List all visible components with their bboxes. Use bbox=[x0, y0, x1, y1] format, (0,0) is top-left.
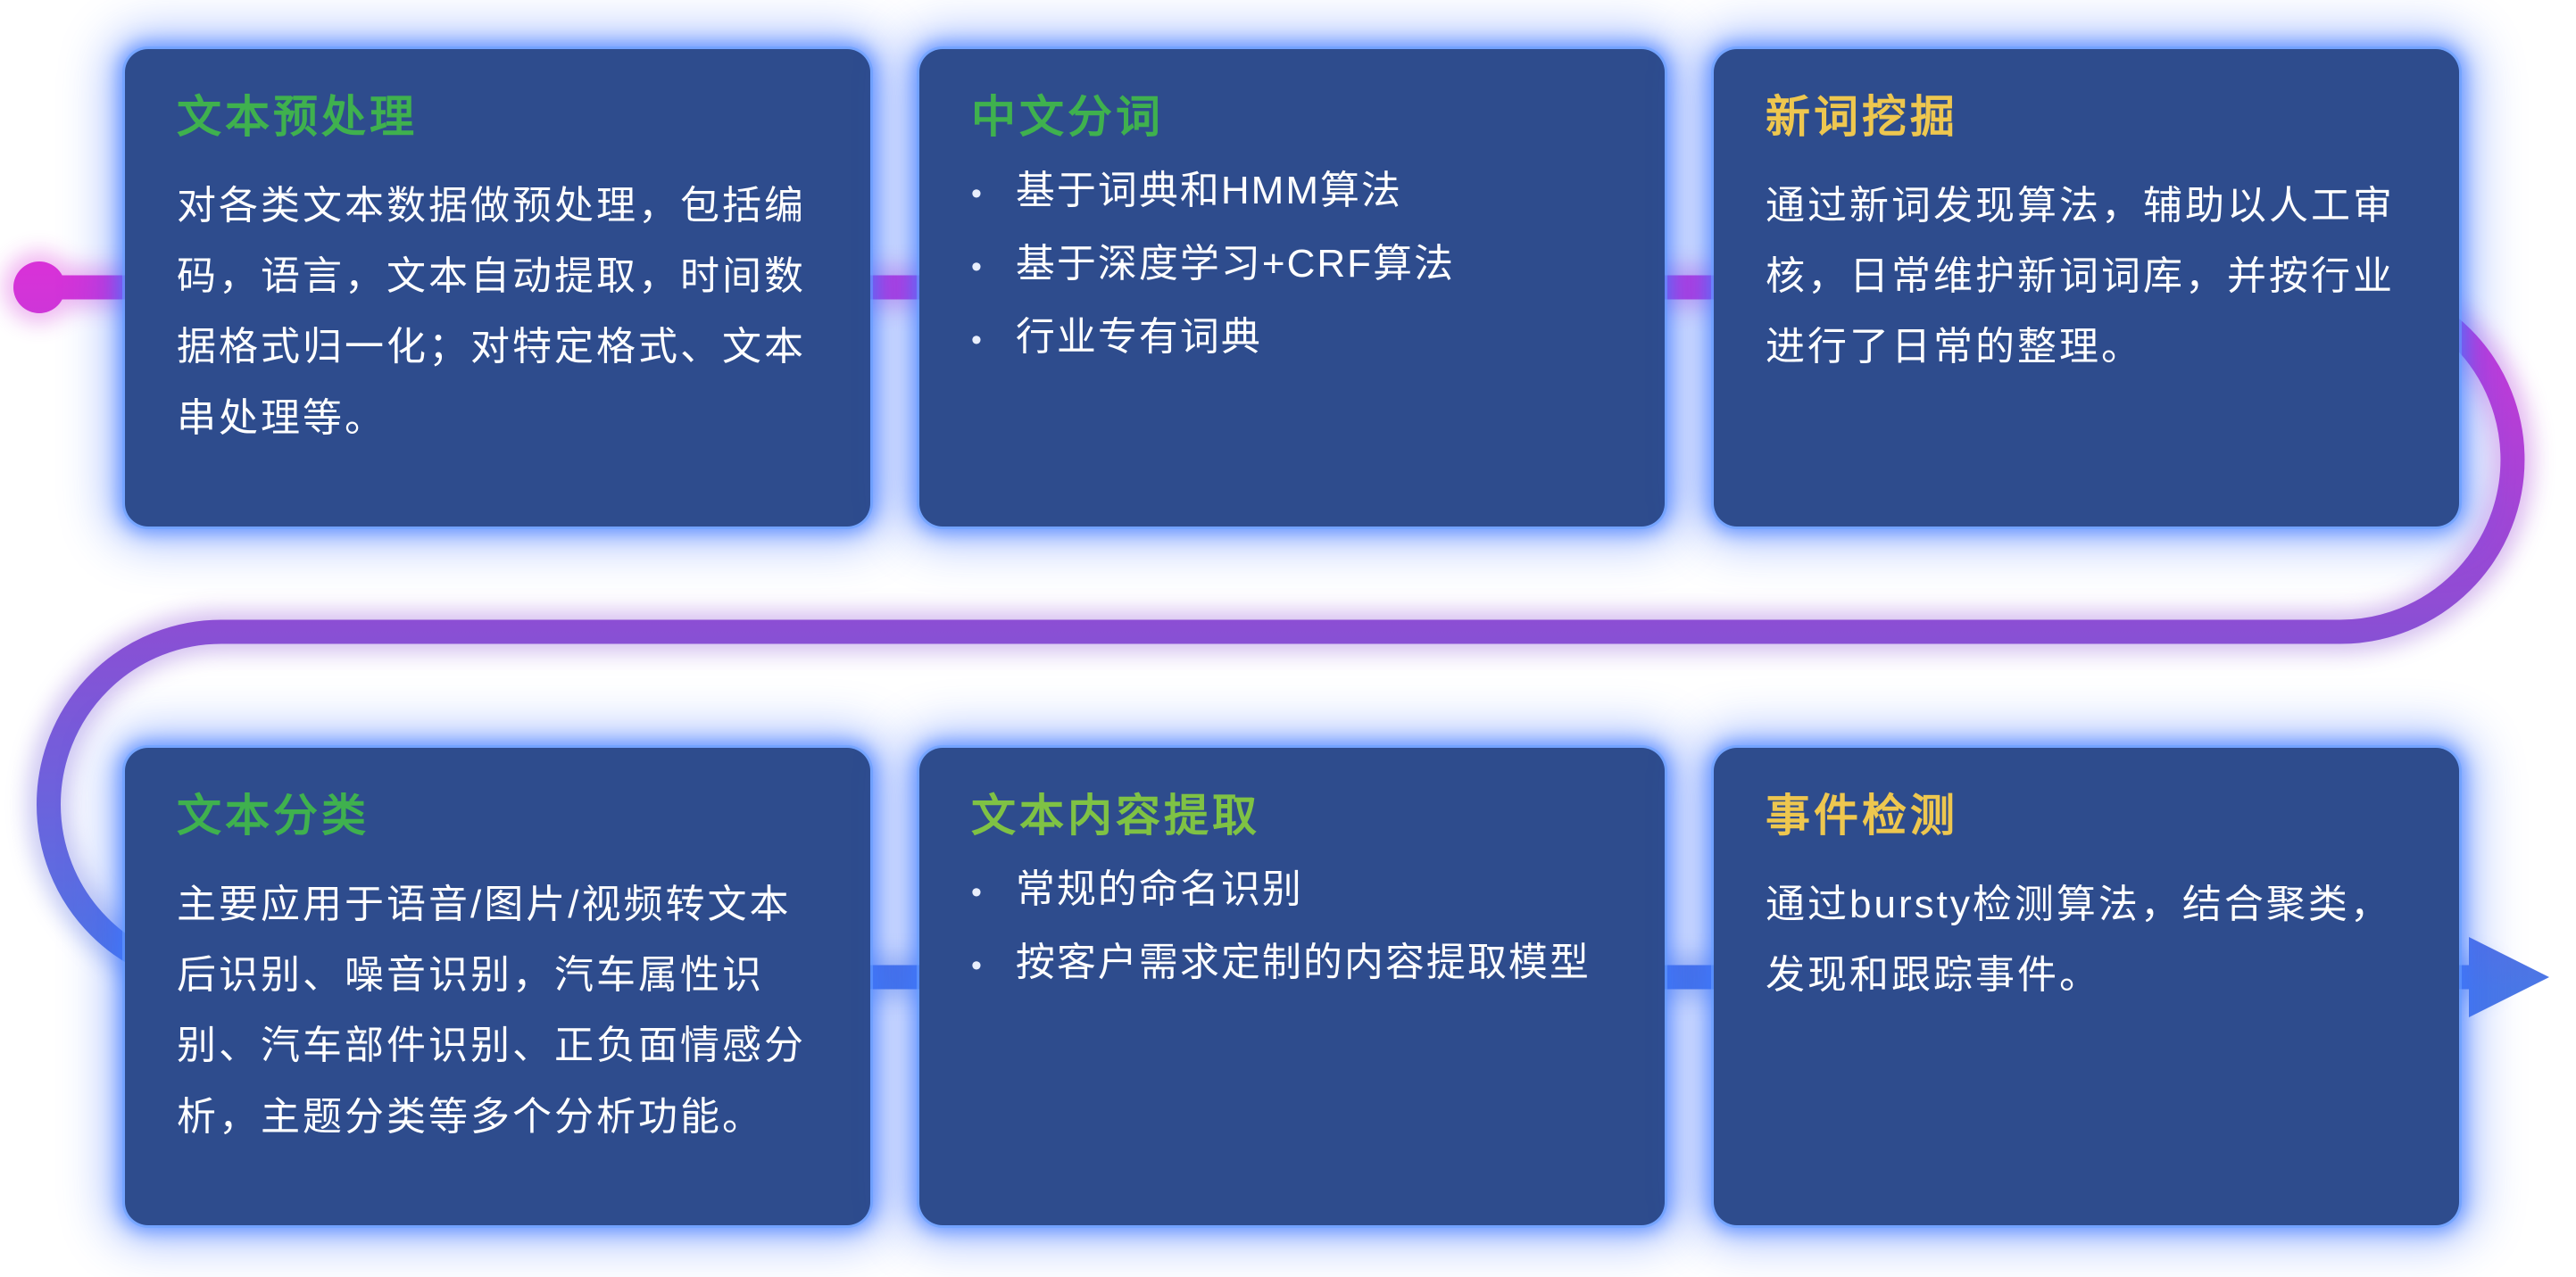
card-text-preprocessing: 文本预处理 对各类文本数据做预处理，包括编码，语言，文本自动提取，时间数据格式归… bbox=[125, 49, 870, 527]
bullet-text: 行业专有词典 bbox=[1015, 315, 1262, 360]
bullet-text: 常规的命名识别 bbox=[1015, 867, 1303, 911]
card-event-detection: 事件检测 通过bursty检测算法，结合聚类，发现和跟踪事件。 bbox=[1714, 748, 2459, 1225]
bullet-list: • 基于词典和HMM算法 • 基于深度学习+CRF算法 • 行业专有词典 bbox=[971, 170, 1613, 359]
bullet-item: • 基于深度学习+CRF算法 bbox=[971, 242, 1613, 286]
card-title: 文本分类 bbox=[177, 791, 370, 841]
card-body: 对各类文本数据做预处理，包括编码，语言，文本自动提取，时间数据格式归一化；对特定… bbox=[177, 184, 806, 440]
bullet-item: • 按客户需求定制的内容提取模型 bbox=[971, 941, 1613, 985]
bullet-list: • 常规的命名识别 • 按客户需求定制的内容提取模型 bbox=[971, 867, 1613, 985]
flow-arrowhead bbox=[2469, 937, 2549, 1017]
card-text-classification: 文本分类 主要应用于语音/图片/视频转文本后识别、噪音识别，汽车属性识别、汽车部… bbox=[125, 748, 870, 1225]
card-title: 中文分词 bbox=[971, 92, 1164, 142]
bullet-item: • 行业专有词典 bbox=[971, 317, 1613, 358]
flow-start-dot bbox=[13, 261, 65, 313]
bullet-dot: • bbox=[971, 875, 984, 909]
bullet-text: 基于词典和HMM算法 bbox=[1015, 169, 1402, 212]
card-title: 新词挖掘 bbox=[1766, 92, 1958, 142]
bullet-dot: • bbox=[971, 177, 984, 211]
card-body: 主要应用于语音/图片/视频转文本后识别、噪音识别，汽车属性识别、汽车部件识别、正… bbox=[177, 883, 806, 1139]
card-title: 文本预处理 bbox=[177, 92, 418, 142]
bullet-text: 基于深度学习+CRF算法 bbox=[1015, 242, 1456, 286]
card-chinese-word-segmentation: 中文分词 • 基于词典和HMM算法 • 基于深度学习+CRF算法 • 行业专有词… bbox=[919, 49, 1665, 527]
card-text-content-extraction: 文本内容提取 • 常规的命名识别 • 按客户需求定制的内容提取模型 bbox=[919, 748, 1665, 1225]
bullet-item: • 基于词典和HMM算法 bbox=[971, 170, 1613, 211]
card-body: 通过新词发现算法，辅助以人工审核，日常维护新词词库，并按行业进行了日常的整理。 bbox=[1766, 184, 2395, 369]
bullet-item: • 常规的命名识别 bbox=[971, 867, 1613, 911]
card-new-word-mining: 新词挖掘 通过新词发现算法，辅助以人工审核，日常维护新词词库，并按行业进行了日常… bbox=[1714, 49, 2459, 527]
card-title: 事件检测 bbox=[1766, 791, 1958, 841]
card-body: 通过bursty检测算法，结合聚类，发现和跟踪事件。 bbox=[1766, 883, 2392, 998]
bullet-dot: • bbox=[971, 949, 984, 983]
bullet-dot: • bbox=[971, 323, 984, 358]
bullet-text: 按客户需求定制的内容提取模型 bbox=[1015, 941, 1591, 985]
card-title: 文本内容提取 bbox=[971, 791, 1260, 841]
bullet-dot: • bbox=[971, 250, 984, 285]
